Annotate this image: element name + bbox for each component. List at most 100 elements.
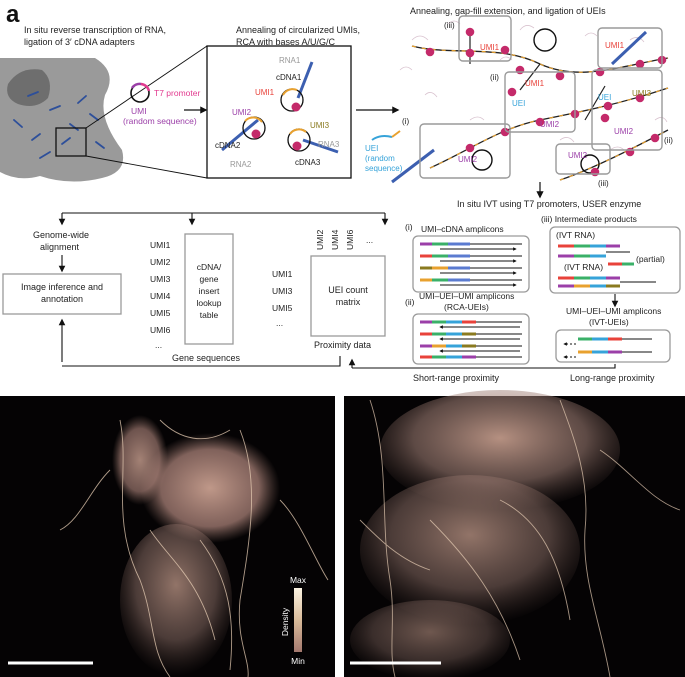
network-uei-a: UEI	[512, 99, 525, 108]
long-range-label: Long-range proximity	[570, 373, 655, 383]
zoom-source-box	[55, 127, 87, 157]
amp-ivt-sub: (IVT-UEIs)	[589, 317, 629, 327]
density-texture-right	[350, 390, 681, 677]
network-umi3: UMI3	[632, 89, 652, 98]
amp-i-label: (i)	[405, 222, 413, 232]
cdna2-label: cDNA2	[215, 141, 241, 150]
network-umi2-d: UMI2	[568, 151, 588, 160]
genome-alignment-line1: Genome-wide	[33, 230, 89, 240]
tissue-cell	[7, 69, 50, 106]
image-inference-line2: annotation	[41, 294, 83, 304]
image-inference-box	[2, 273, 122, 315]
umi-list-item: ...	[155, 340, 162, 350]
umi1-zoom-label: UMI1	[255, 88, 275, 97]
ivt-rna-a-label: (IVT RNA)	[556, 230, 595, 240]
umi-list-item: UMI2	[150, 257, 171, 267]
short-range-label: Short-range proximity	[413, 373, 500, 383]
network-umi1-a: UMI1	[480, 43, 500, 52]
umi-list-item: UMI6	[150, 325, 171, 335]
matrix-row-label: UMI5	[272, 303, 293, 313]
matrix-line2: matrix	[336, 297, 361, 307]
uei-strand-icon	[371, 135, 393, 141]
matrix-col-label: UMI4	[330, 229, 340, 250]
umi-list-item: UMI5	[150, 308, 171, 318]
umi-list-item: UMI3	[150, 274, 171, 284]
umi3-zoom-label: UMI3	[310, 121, 330, 130]
lookup-line: gene	[200, 274, 219, 284]
genome-alignment-line2: alignment	[40, 242, 80, 252]
network-uei-b: UEI	[598, 93, 611, 102]
cdna3-label: cDNA3	[295, 158, 321, 167]
step3-title: Annealing, gap-fill extension, and ligat…	[410, 6, 606, 16]
density-texture-left	[59, 415, 329, 677]
rca-network: (iii) (ii) (i) (ii) (iii) UMI1 UMI1 UMI1…	[391, 15, 673, 188]
step2-line2: RCA with bases A/U/G/C	[236, 37, 336, 47]
lookup-table-box	[184, 233, 234, 345]
rna2-strand	[221, 118, 259, 152]
umi-label: UMI	[131, 106, 147, 116]
umi2-bead	[251, 129, 261, 139]
density-colorbar	[294, 588, 302, 652]
matrix-row-label: UMI3	[272, 286, 293, 296]
rna2-label: RNA2	[230, 160, 252, 169]
amp-i-title: UMI–cDNA amplicons	[421, 224, 504, 234]
network-iii-b: (iii)	[598, 179, 609, 188]
uei-sub1: (random	[365, 154, 395, 163]
network-iii-a: (iii)	[444, 21, 455, 30]
umi-sub-label: (random sequence)	[123, 116, 197, 126]
umi1-bead	[291, 102, 301, 112]
network-umi2-a: UMI2	[540, 120, 560, 129]
image-inference-line1: Image inference and	[21, 282, 103, 292]
partial-label: (partial)	[636, 254, 665, 264]
step2-line1: Annealing of circularized UMIs,	[236, 25, 360, 35]
network-umi2-b: UMI2	[614, 127, 634, 136]
umi2-zoom-label: UMI2	[232, 108, 252, 117]
amp-iii-title: (iii) Intermediate products	[541, 214, 637, 224]
panel-a-letter: a	[6, 1, 20, 28]
network-i-a: (i)	[402, 117, 409, 126]
matrix-row-label: ...	[276, 318, 283, 328]
uei-count-matrix-box	[310, 255, 386, 337]
rna3-label: RNA3	[318, 140, 340, 149]
step1-line2: ligation of 3′ cDNA adapters	[24, 37, 135, 47]
uei-label: UEI	[365, 144, 378, 153]
lookup-line: lookup	[196, 298, 221, 308]
umi-list-item: UMI1	[150, 240, 171, 250]
amp-ii-strands	[420, 320, 476, 359]
matrix-row-label: UMI1	[272, 269, 293, 279]
lookup-line: insert	[199, 286, 220, 296]
amp-ivt-box	[555, 329, 671, 363]
proximity-data-label: Proximity data	[314, 340, 371, 350]
umi-list-item: UMI4	[150, 291, 171, 301]
matrix-col-label: UMI6	[345, 229, 355, 250]
network-umi1-b: UMI1	[525, 79, 545, 88]
amp-i-strands	[420, 242, 470, 282]
colorbar-min: Min	[291, 656, 305, 666]
ivt-rna-b-label: (IVT RNA)	[564, 262, 603, 272]
network-umi1-c: UMI1	[605, 41, 625, 50]
amp-ii-sub: (RCA-UEIs)	[444, 302, 489, 312]
step1-line1: In situ reverse transcription of RNA,	[24, 25, 166, 35]
amp-ii-title: UMI–UEI–UMI amplicons	[419, 291, 514, 301]
amp-ii-label: (ii)	[405, 297, 415, 307]
cdna1-label: cDNA1	[276, 73, 302, 82]
step4-title: In situ IVT using T7 promoters, USER enz…	[457, 199, 641, 209]
matrix-line1: UEI count	[328, 285, 368, 295]
uei-sub2: sequence)	[365, 164, 403, 173]
lookup-line: table	[200, 310, 219, 320]
matrix-col-label: ...	[366, 235, 373, 245]
colorbar-max: Max	[290, 575, 307, 585]
tissue-rna-fragments	[13, 91, 105, 159]
t7-promoter-label: T7 promoter	[154, 88, 200, 98]
lookup-line: cDNA/	[197, 262, 222, 272]
amp-ivt-title: UMI–UEI–UMI amplicons	[566, 306, 661, 316]
matrix-col-label: UMI2	[315, 229, 325, 250]
network-ii-a: (ii)	[490, 73, 499, 82]
amp-i-box	[412, 235, 530, 293]
gene-sequences-label: Gene sequences	[172, 353, 241, 363]
colorbar-label: Density	[280, 607, 290, 636]
umi3-bead	[292, 141, 302, 151]
network-umi2-c: UMI2	[458, 155, 478, 164]
zoom-box	[206, 45, 352, 179]
